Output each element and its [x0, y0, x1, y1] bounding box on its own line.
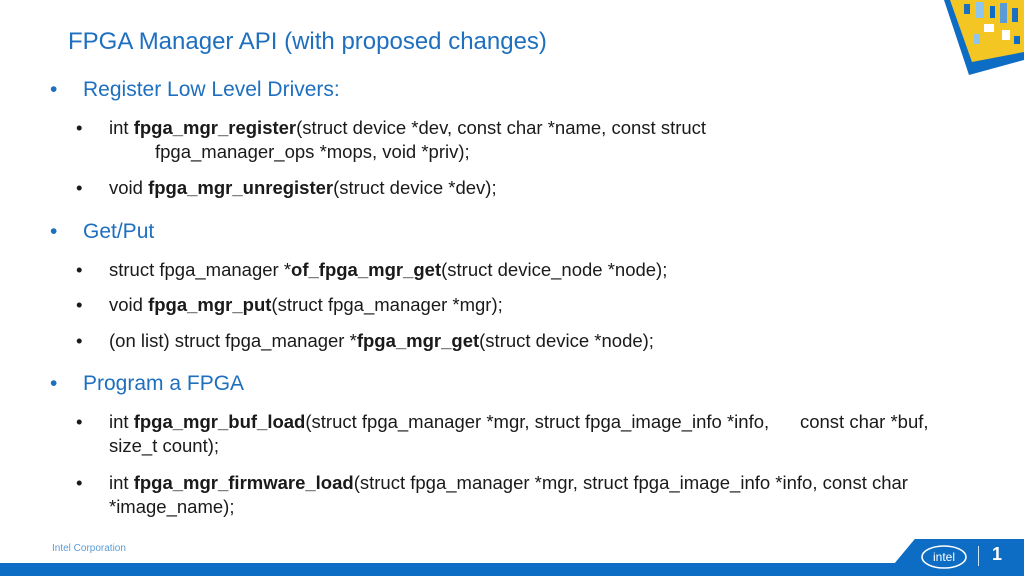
bullet: •: [76, 330, 83, 351]
slide-title: FPGA Manager API (with proposed changes): [68, 28, 547, 55]
bullet: •: [76, 259, 83, 280]
function-name: fpga_mgr_register: [133, 117, 297, 138]
footer-company: Intel Corporation: [52, 543, 126, 554]
item-prefix: int: [109, 117, 134, 138]
function-name: of_fpga_mgr_get: [291, 259, 442, 280]
function-name: fpga_mgr_get: [356, 330, 480, 351]
corner-decoration-icon: [944, 0, 1024, 75]
item-prefix: void: [109, 177, 149, 198]
bullet: •: [50, 220, 58, 243]
section-heading: Get/Put: [83, 220, 155, 243]
bullet: •: [76, 294, 83, 315]
bottom-bar: [0, 563, 1024, 576]
item-prefix: int: [109, 411, 134, 432]
item-signature: (struct fpga_manager *mgr);: [271, 294, 503, 315]
item-continuation: fpga_manager_ops *mops, void *priv);: [155, 141, 470, 162]
item-signature: (struct fpga_manager *mgr, struct fpga_i…: [109, 472, 908, 517]
item-prefix: struct fpga_manager *: [109, 259, 292, 280]
item-signature: (struct device *dev, const char *name, c…: [296, 117, 707, 138]
intel-logo-icon: intel: [921, 545, 967, 569]
page-number: 1: [992, 544, 1003, 564]
bullet: •: [76, 177, 83, 198]
item-prefix: void: [109, 294, 149, 315]
item-signature: (struct fpga_manager *mgr, struct fpga_i…: [109, 411, 934, 456]
function-name: fpga_mgr_put: [148, 294, 272, 315]
function-name: fpga_mgr_unregister: [148, 177, 334, 198]
function-name: fpga_mgr_buf_load: [133, 411, 306, 432]
logo-text: intel: [933, 550, 955, 564]
item-prefix: int: [109, 472, 134, 493]
section-heading: Program a FPGA: [83, 372, 245, 395]
function-name: fpga_mgr_firmware_load: [133, 472, 354, 493]
bullet: •: [76, 117, 83, 138]
bullet: •: [50, 372, 58, 395]
bullet: •: [76, 472, 83, 493]
section-heading: Register Low Level Drivers:: [83, 78, 340, 101]
divider: [978, 546, 979, 566]
item-signature: (struct device *node);: [479, 330, 654, 351]
item-prefix: (on list) struct fpga_manager *: [109, 330, 357, 351]
bullet: •: [76, 411, 83, 432]
item-signature: (struct device_node *node);: [441, 259, 668, 280]
bullet: •: [50, 78, 58, 101]
item-signature: (struct device *dev);: [333, 177, 497, 198]
